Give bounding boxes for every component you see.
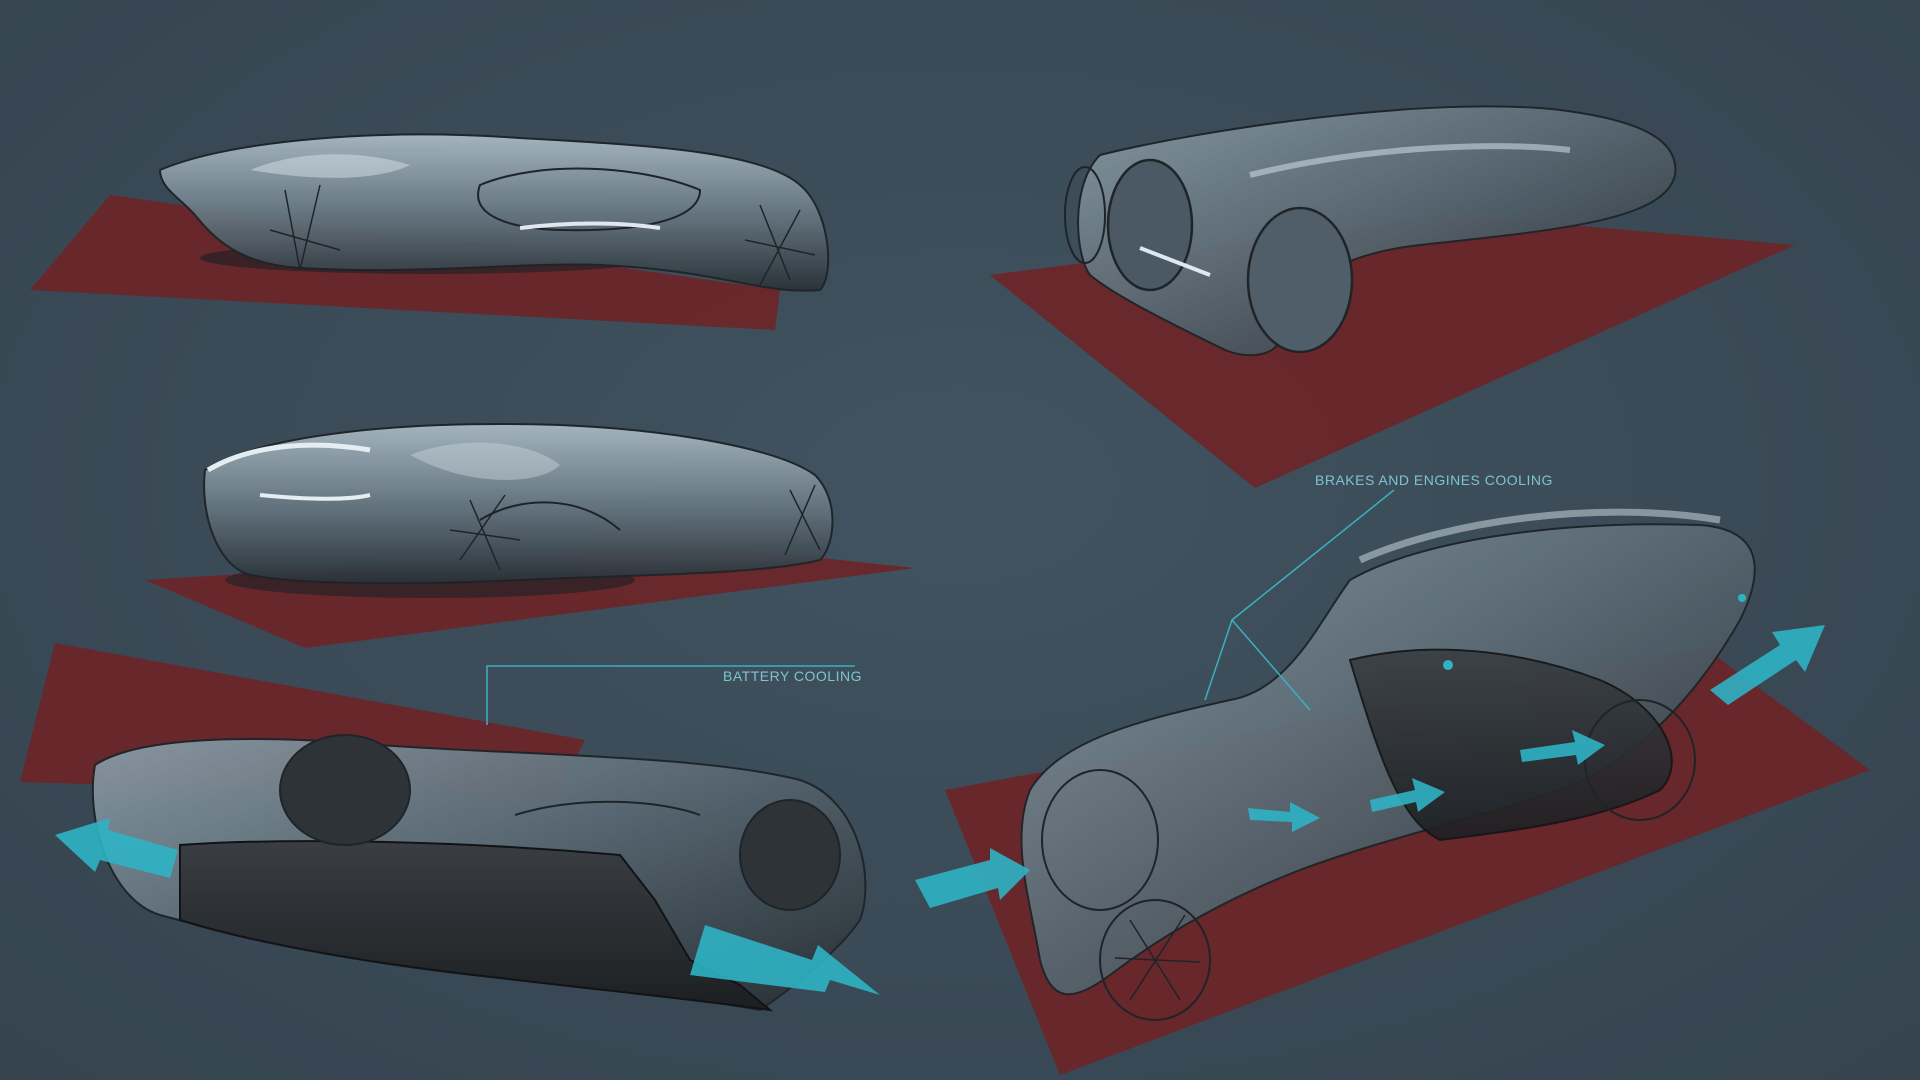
- front-intake-arrow: [915, 848, 1030, 908]
- canopy-highlight: [410, 442, 560, 480]
- car-body: [1077, 105, 1677, 357]
- wheel-arch-line: [479, 501, 621, 531]
- rear-wheel-well: [279, 734, 411, 846]
- front-splitter-highlight: [1139, 246, 1211, 277]
- wheel-arch-line: [477, 167, 702, 232]
- brakes-engines-cooling-label: BRAKES AND ENGINES COOLING: [1315, 472, 1553, 488]
- canopy-highlight: [250, 154, 410, 178]
- battery-cooling-callout-line: [486, 665, 855, 725]
- front-wheel-well: [739, 799, 841, 911]
- front-wheel: [1041, 769, 1159, 911]
- battery-cooling-label: BATTERY COOLING: [723, 668, 862, 684]
- side-vent-highlight: [519, 221, 661, 230]
- engines-cooling-callout-line: [1231, 619, 1311, 711]
- car-body: [203, 423, 834, 585]
- airflow-exit-arrow: [55, 818, 178, 878]
- side-view-concept: [30, 133, 830, 330]
- rear-three-quarter-concept: [145, 423, 915, 648]
- wheel-construction-lines: [269, 184, 341, 271]
- airflow-intake-arrow: [690, 925, 880, 995]
- front-lower-wheel: [1099, 899, 1211, 1021]
- front-left-wheel: [1106, 158, 1194, 292]
- mid-flow-arrow: [1520, 730, 1605, 765]
- shoulder-highlight: [1249, 143, 1571, 178]
- brakes-engines-cooling-section: [915, 489, 1870, 1075]
- rear-wheel-construction-lines: [744, 204, 816, 286]
- canopy-highlight: [1358, 508, 1721, 564]
- rear-diffuser-highlight: [259, 493, 371, 501]
- front-three-quarter-concept: [990, 105, 1795, 488]
- rear-exit-arrow: [1710, 625, 1825, 705]
- front-wheel-construction-lines: [784, 484, 821, 556]
- engine-flow-arrow: [1370, 778, 1445, 812]
- tail-light-highlight: [206, 442, 371, 473]
- nose-intake: [1064, 166, 1106, 264]
- rear-wheel: [1584, 699, 1696, 821]
- rear-inlet-dot: [1738, 594, 1746, 602]
- front-right-wheel: [1246, 206, 1354, 354]
- wheel-construction-lines: [1114, 914, 1201, 1001]
- brake-flow-arrow: [1248, 802, 1320, 832]
- battery-cooling-section: [20, 643, 880, 1012]
- side-vent-line: [514, 800, 701, 816]
- cooling-inlet-dot: [1443, 660, 1453, 670]
- wheel-construction-lines: [449, 494, 521, 571]
